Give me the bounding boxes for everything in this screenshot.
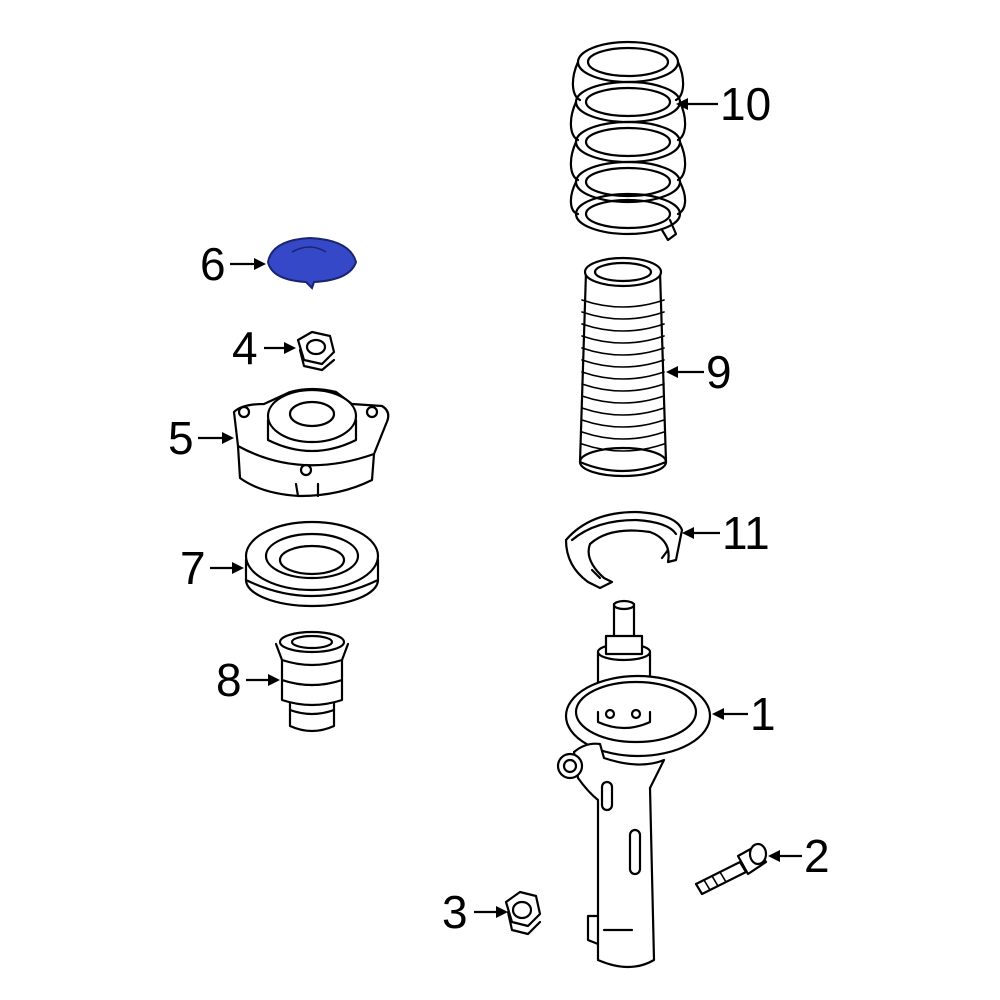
callout-9: 9 bbox=[706, 346, 732, 398]
bump-stop-part[interactable] bbox=[274, 630, 350, 733]
callout-11: 11 bbox=[722, 507, 770, 559]
callout-arrows bbox=[198, 98, 802, 918]
callout-10: 10 bbox=[720, 78, 771, 130]
strut-mount-part[interactable] bbox=[232, 387, 390, 498]
callout-5: 5 bbox=[168, 412, 194, 464]
strut-bearing-part[interactable] bbox=[244, 520, 380, 608]
spring-insulator-part[interactable] bbox=[564, 510, 684, 590]
coil-spring-part[interactable] bbox=[569, 40, 687, 242]
callout-2: 2 bbox=[804, 830, 830, 882]
bolt-part[interactable] bbox=[694, 842, 768, 896]
nut-part-4[interactable] bbox=[296, 330, 336, 372]
strut-assembly-part[interactable] bbox=[556, 599, 712, 969]
callout-3: 3 bbox=[442, 886, 468, 938]
strut-cap-part[interactable] bbox=[266, 236, 358, 290]
callout-1: 1 bbox=[750, 688, 776, 740]
nut-part-3[interactable] bbox=[504, 890, 542, 936]
callout-6: 6 bbox=[200, 238, 226, 290]
callout-4: 4 bbox=[232, 322, 258, 374]
dust-boot-part[interactable] bbox=[578, 256, 668, 478]
callout-8: 8 bbox=[216, 654, 242, 706]
highlight-shape bbox=[266, 236, 358, 290]
callout-7: 7 bbox=[180, 542, 206, 594]
